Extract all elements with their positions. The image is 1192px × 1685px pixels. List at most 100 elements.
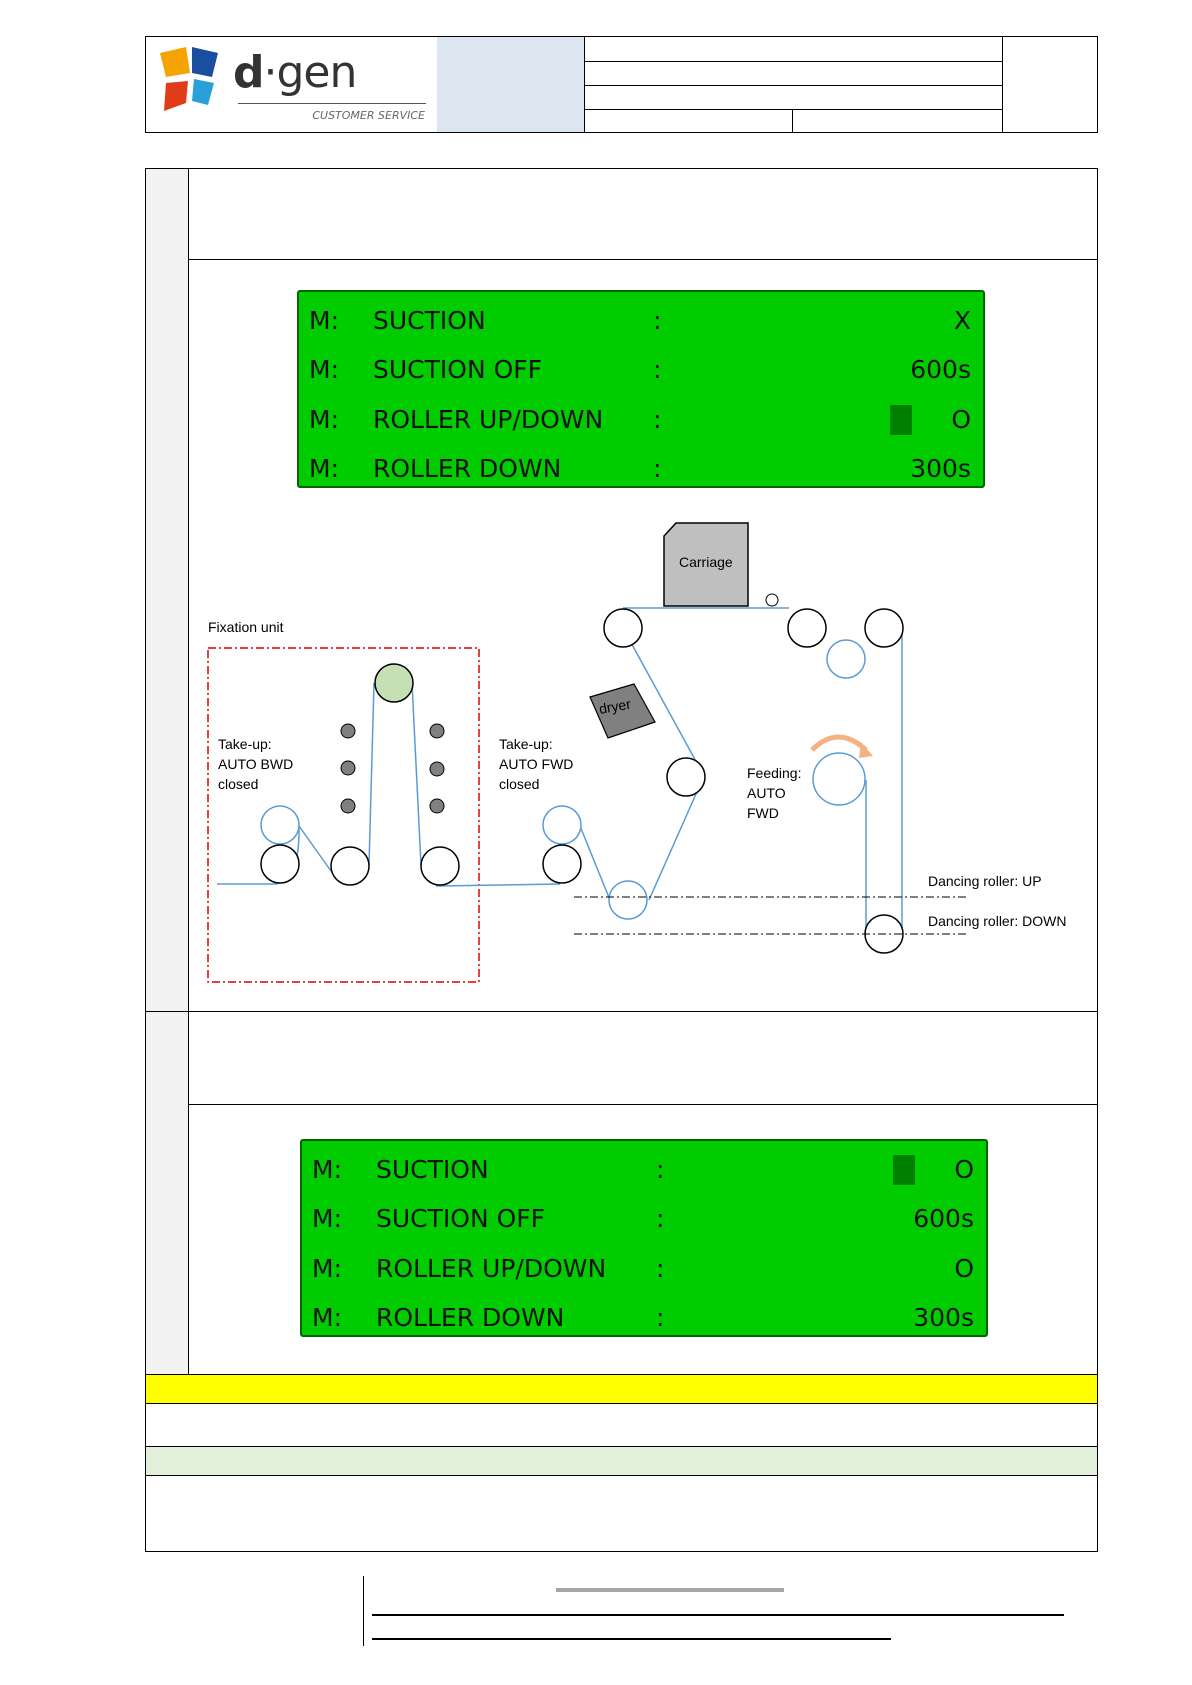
lcd-prefix: M: — [309, 306, 339, 335]
roller — [542, 844, 582, 884]
header-label-cell — [437, 85, 585, 109]
row-divider — [188, 259, 1098, 260]
web-path — [217, 607, 903, 930]
fixation-unit-box — [207, 647, 480, 983]
lcd-prefix: M: — [312, 1254, 342, 1283]
roller — [603, 608, 643, 648]
roller — [260, 844, 300, 884]
heater-dots — [340, 723, 445, 814]
lcd-label: SUCTION — [376, 1155, 489, 1184]
lcd-panel-2: M: SUCTION : O M: SUCTION OFF : 600s M: … — [300, 1139, 988, 1337]
roller — [787, 608, 827, 648]
takeup-bwd-line1: Take-up: — [218, 736, 272, 752]
lcd-row: M: ROLLER UP/DOWN : O — [299, 399, 983, 439]
content-table — [145, 168, 1098, 1552]
lcd-label: ROLLER DOWN — [373, 454, 562, 483]
document-header: d·gen CUSTOMER SERVICE — [145, 36, 1098, 133]
takeup-fwd-line3: closed — [499, 776, 539, 792]
footer-line — [372, 1614, 1064, 1616]
dryer-label: dryer — [598, 696, 633, 717]
lcd-row: M: SUCTION OFF : 600s — [302, 1198, 986, 1238]
lcd-row: M: SUCTION OFF : 600s — [299, 349, 983, 389]
lcd-row: M: ROLLER DOWN : 300s — [302, 1297, 986, 1337]
lcd-panel-1: M: SUCTION : X M: SUCTION OFF : 600s M: … — [297, 290, 985, 488]
sensor-roller — [765, 593, 779, 607]
header-label-cell — [437, 109, 585, 132]
rollers-blue — [260, 639, 866, 920]
carriage-block — [663, 522, 749, 607]
lcd-colon: : — [656, 1204, 665, 1233]
takeup-bwd-line2: AUTO BWD — [218, 756, 293, 772]
lcd-cursor — [893, 1155, 915, 1185]
lcd-value: 300s — [913, 1303, 974, 1332]
lcd-value: O — [954, 1254, 974, 1283]
lcd-colon: : — [653, 306, 662, 335]
lcd-row: M: ROLLER DOWN : 300s — [299, 448, 983, 488]
header-row-1 — [437, 37, 1002, 62]
header-value-cell — [585, 109, 793, 132]
lcd-label: ROLLER UP/DOWN — [373, 405, 604, 434]
lcd-label: ROLLER UP/DOWN — [376, 1254, 607, 1283]
lcd-value: 300s — [910, 454, 971, 483]
lcd-prefix: M: — [309, 454, 339, 483]
fixation-top-roller — [374, 663, 414, 703]
lcd-prefix: M: — [312, 1303, 342, 1332]
header-row-2 — [437, 61, 1002, 86]
dancing-up-label: Dancing roller: UP — [928, 873, 1042, 889]
lcd-colon: : — [656, 1155, 665, 1184]
roller — [864, 608, 904, 648]
header-row-3 — [437, 85, 1002, 110]
logo-cell: d·gen CUSTOMER SERVICE — [146, 37, 438, 132]
highlight-row — [146, 1374, 1097, 1404]
header-row-4 — [437, 109, 1002, 132]
roller — [260, 805, 300, 845]
lcd-colon: : — [653, 454, 662, 483]
feed-direction-arrow-icon — [810, 734, 868, 752]
carriage-label: Carriage — [679, 554, 733, 570]
lcd-colon: : — [653, 355, 662, 384]
lcd-label: SUCTION OFF — [373, 355, 543, 384]
lcd-row: M: SUCTION : O — [302, 1149, 986, 1189]
header-corner-cell — [1002, 37, 1099, 132]
section-row — [146, 1446, 1097, 1476]
lcd-label: ROLLER DOWN — [376, 1303, 565, 1332]
lcd-value: X — [953, 306, 971, 335]
takeup-fwd-line2: AUTO FWD — [499, 756, 573, 772]
roller — [666, 757, 706, 797]
lcd-colon: : — [656, 1254, 665, 1283]
lcd-row: M: SUCTION : X — [299, 300, 983, 340]
arrow-head-icon — [859, 742, 873, 758]
roller — [330, 846, 370, 886]
lcd-value: O — [954, 1155, 974, 1184]
row-divider — [145, 1011, 1098, 1012]
footer-line — [372, 1638, 891, 1640]
logo-underline — [238, 103, 426, 104]
row-divider — [188, 1104, 1098, 1105]
takeup-bwd-line3: closed — [218, 776, 258, 792]
roller — [826, 639, 866, 679]
roller — [542, 805, 582, 845]
roller — [608, 880, 648, 920]
lcd-colon: : — [656, 1303, 665, 1332]
lcd-cursor — [890, 405, 912, 435]
lcd-value: 600s — [910, 355, 971, 384]
lcd-colon: : — [653, 405, 662, 434]
lcd-prefix: M: — [312, 1155, 342, 1184]
lcd-label: SUCTION OFF — [376, 1204, 546, 1233]
roller — [420, 846, 460, 886]
lcd-prefix: M: — [309, 355, 339, 384]
header-label-cell — [437, 37, 585, 61]
lcd-prefix: M: — [309, 405, 339, 434]
rollers-black — [260, 608, 904, 954]
dancing-down-label: Dancing roller: DOWN — [928, 913, 1066, 929]
feeding-line3: FWD — [747, 805, 779, 821]
lcd-value: O — [951, 405, 971, 434]
feeding-roller — [812, 752, 866, 806]
footer-divider — [363, 1576, 364, 1646]
footer-gray-bar — [556, 1588, 784, 1592]
step-cell — [146, 1012, 188, 1374]
dryer-block — [589, 683, 656, 739]
lcd-value: 600s — [913, 1204, 974, 1233]
fixation-unit-label: Fixation unit — [208, 619, 284, 635]
